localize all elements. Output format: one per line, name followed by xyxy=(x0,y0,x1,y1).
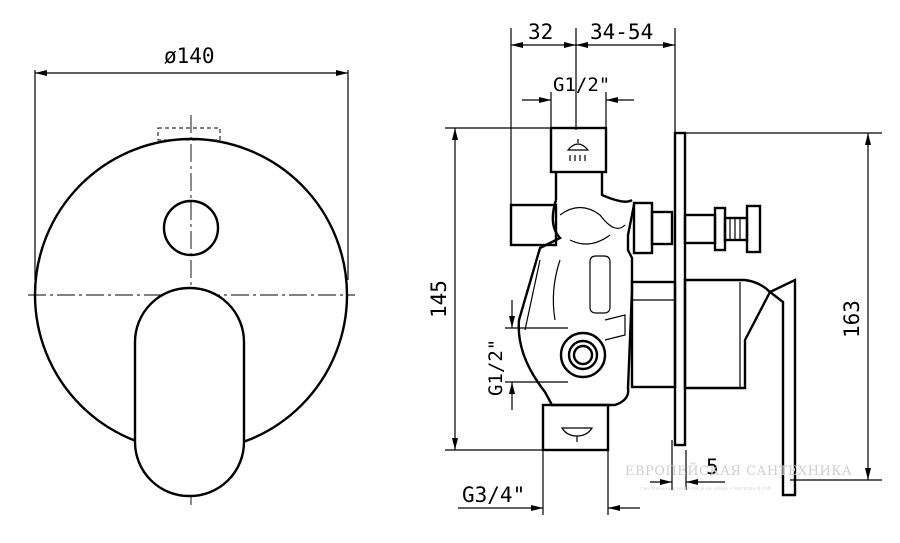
side-inlet-outer xyxy=(559,331,607,379)
side-inlet-inner xyxy=(572,344,594,366)
cover-plate-side xyxy=(673,131,687,447)
front-view: ø140 xyxy=(28,44,355,505)
top-thread-label: G1/2" xyxy=(553,74,610,96)
arrow-right xyxy=(336,70,348,76)
nut-1 xyxy=(632,201,654,255)
diverter-collar xyxy=(713,206,727,252)
height-145-label: 145 xyxy=(427,280,451,318)
bottom-thread-label: G3/4" xyxy=(462,483,525,507)
side-thread-label: G1/2" xyxy=(485,339,507,396)
diameter-label: ø140 xyxy=(164,44,215,68)
lever-base xyxy=(683,278,772,390)
gap-label: 5 xyxy=(706,455,719,479)
hidden-outline xyxy=(157,127,221,141)
lever-arm xyxy=(767,278,797,497)
diverter-knob-side xyxy=(745,204,762,254)
watermark-subtitle: сантехника в наличии и на заказ • магази… xyxy=(640,486,771,492)
diverter-knob xyxy=(162,199,220,257)
dim-32-label: 32 xyxy=(528,20,553,44)
shower-icon xyxy=(566,139,590,161)
bottom-outlet xyxy=(541,403,610,452)
body-lines xyxy=(524,259,626,341)
watermark: ЕВРОПЕЙСКАЯ САНТЕХНИКА сантехника в нали… xyxy=(625,462,852,492)
top-neck xyxy=(554,172,633,203)
dim-34-54-label: 34-54 xyxy=(590,20,653,44)
arrow-left xyxy=(35,70,47,76)
left-tube xyxy=(509,203,558,247)
lever-handle xyxy=(133,286,246,498)
valve-body-outline xyxy=(517,199,636,407)
nut-2 xyxy=(650,210,674,246)
watermark-title: ЕВРОПЕЙСКАЯ САНТЕХНИКА xyxy=(625,462,852,479)
diverter-stem xyxy=(723,216,749,242)
diverter-shaft xyxy=(683,213,717,245)
height-163-label: 163 xyxy=(840,300,864,338)
side-view: 32 34-54 G1/2" 145 G1/2" 163 xyxy=(427,20,882,515)
top-outlet xyxy=(549,126,608,174)
cartridge-housing xyxy=(630,280,677,389)
spout-icon xyxy=(560,427,594,442)
side-inlet-mid xyxy=(567,339,599,371)
inner-detail xyxy=(559,206,626,314)
